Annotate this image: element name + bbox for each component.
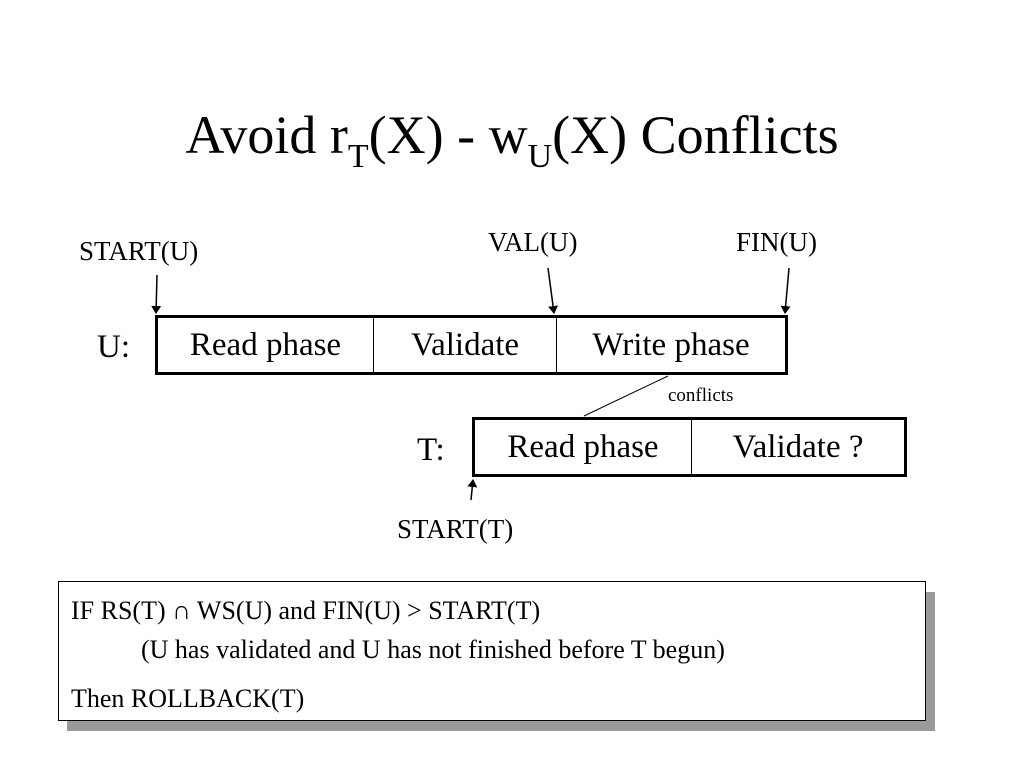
t-read-phase: Read phase bbox=[507, 428, 659, 465]
transaction-u-phases: Read phase Validate Write phase bbox=[155, 315, 788, 375]
fin-u-arrow bbox=[780, 267, 791, 314]
val-u-label: VAL(U) bbox=[488, 227, 578, 257]
conflict-connector bbox=[583, 375, 669, 417]
transaction-t-label: T: bbox=[417, 432, 445, 468]
t-validate-phase: Validate ? bbox=[691, 420, 904, 474]
u-write-phase: Write phase bbox=[556, 318, 785, 372]
transaction-t-phases: Read phase Validate ? bbox=[472, 417, 907, 477]
conflicts-label: conflicts bbox=[668, 385, 734, 406]
u-validate-phase: Validate bbox=[373, 318, 556, 372]
transaction-u-label: U: bbox=[97, 329, 130, 365]
u-read-phase: Read phase bbox=[189, 326, 342, 363]
rule-action: Then ROLLBACK(T) bbox=[71, 684, 305, 713]
rule-condition: IF RS(T) ∩ WS(U) and FIN(U) > START(T) bbox=[71, 596, 541, 625]
rule-explanation: (U has validated and U has not finished … bbox=[141, 635, 725, 664]
start-t-arrow bbox=[467, 479, 478, 501]
fin-u-label: FIN(U) bbox=[736, 227, 817, 257]
start-u-label: START(U) bbox=[79, 236, 199, 266]
rollback-rule-box: IF RS(T) ∩ WS(U) and FIN(U) > START(T) (… bbox=[58, 581, 926, 721]
start-u-arrow bbox=[151, 274, 162, 314]
slide-title: Avoid rT(X) - wU(X) Conflicts bbox=[185, 105, 839, 175]
val-u-arrow bbox=[547, 267, 559, 314]
start-t-label: START(T) bbox=[397, 514, 514, 544]
